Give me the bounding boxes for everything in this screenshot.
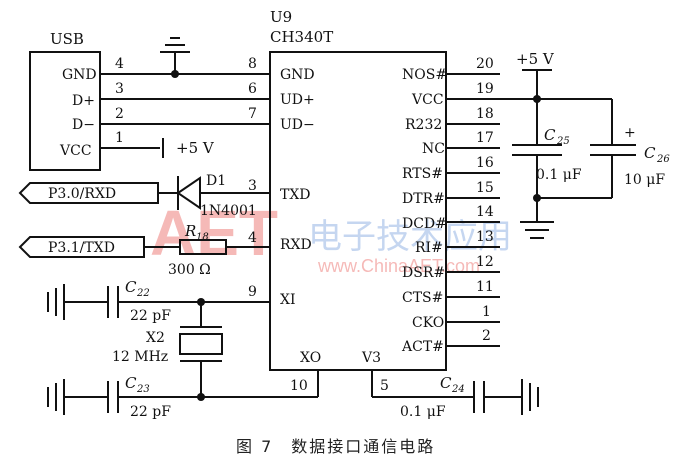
pin-num-4: 4 (248, 230, 257, 246)
c22-sub: 22 (136, 288, 150, 299)
p31-label: P3.1/TXD (48, 240, 115, 256)
c24-value: 0.1 μF (400, 404, 446, 420)
chip-pin-gnd: GND (280, 67, 315, 83)
chip-pin-ri: RI# (415, 240, 443, 256)
diode-d1 (176, 176, 270, 210)
c23-value: 22 pF (130, 404, 171, 420)
vcc-right-label: +5 V (516, 50, 555, 68)
c23-sub: 23 (136, 384, 150, 395)
chip-pin-nos: NOS# (402, 67, 447, 83)
usb-box (29, 51, 101, 171)
chip-ref: U9 (270, 8, 292, 26)
pin-num-17: 17 (476, 130, 494, 146)
chip-pin-cts: CTS# (402, 290, 443, 306)
decoupling-caps (512, 69, 636, 239)
pin-num-18: 18 (476, 106, 494, 122)
usb-pin-vcc: VCC (59, 143, 92, 159)
watermark-url: www.ChinaAET.com (317, 256, 480, 276)
r18-sub: 18 (196, 232, 209, 243)
c24-sub: 24 (451, 384, 465, 395)
pin-num-8: 8 (248, 56, 257, 72)
chip-pin-vcc: VCC (411, 92, 444, 108)
chip-pin-nc: NC (422, 141, 445, 157)
chip-pin-dtr: DTR# (402, 191, 445, 207)
pin-num-15: 15 (476, 180, 494, 196)
usb-num-3: 3 (115, 81, 124, 97)
pin-num-19: 19 (476, 81, 494, 97)
watermark-logo: AET (150, 197, 278, 269)
xi-network (47, 284, 270, 397)
watermark: AET 电子技术应用 www.ChinaAET.com (150, 197, 512, 276)
usb-num-2: 2 (115, 106, 124, 122)
usb-pin-dplus: D+ (72, 93, 95, 109)
pin-num-13: 13 (476, 229, 494, 245)
chip-pin-dcd: DCD# (402, 216, 447, 232)
c26-sub: 26 (656, 154, 670, 165)
c25-value: 0.1 μF (536, 167, 582, 183)
chip-pin-rts: RTS# (402, 166, 443, 182)
ch340t-chip: U9 CH340T GND UD+ UD− TXD RXD XI NOS# VC… (269, 8, 447, 371)
d1-part: 1N4001 (200, 203, 257, 219)
usb-pin-gnd: GND (62, 67, 97, 83)
pin-num-12: 12 (476, 254, 494, 270)
pin-num-6: 6 (248, 81, 257, 97)
pin-num-9: 9 (248, 284, 257, 300)
c25-sub: 25 (556, 136, 570, 147)
pin-num-7: 7 (248, 106, 257, 122)
chip-pin-xi: XI (280, 292, 296, 308)
chip-pin-udplus: UD+ (280, 92, 315, 108)
chip-pin-udminus: UD− (280, 117, 315, 133)
x2-ref: X2 (146, 330, 165, 346)
pin-num-5: 5 (380, 378, 389, 394)
v3-network (371, 370, 539, 415)
pin-num-16: 16 (476, 155, 494, 171)
c26-value: 10 μF (624, 172, 665, 188)
usb-num-4: 4 (115, 56, 124, 72)
c22-ref: C (125, 278, 137, 296)
ground-symbol-top (160, 37, 190, 78)
c26-ref: C (644, 144, 656, 162)
chip-pin-txd: TXD (280, 187, 311, 203)
watermark-cn: 电子技术应用 (308, 217, 512, 257)
usb-connector: USB GND D+ D− VCC (29, 30, 101, 171)
x2-value: 12 MHz (112, 349, 168, 365)
vcc-left-label: +5 V (176, 139, 215, 157)
d1-ref: D1 (206, 173, 226, 189)
pin-num-11: 11 (476, 279, 494, 295)
chip-pin-r232: R232 (405, 117, 442, 133)
p30-label: P3.0/RXD (48, 186, 116, 202)
c23-ref: C (125, 374, 137, 392)
usb-pin-dminus: D− (72, 117, 95, 133)
r18-ref: R (184, 222, 196, 240)
pin-num-1: 1 (482, 304, 491, 320)
crystal-x2 (179, 333, 223, 355)
chip-pin-xo: XO (300, 350, 321, 366)
chip-pin-dsr: DSR# (402, 265, 445, 281)
c25-ref: C (544, 126, 556, 144)
pin-num-20: 20 (476, 56, 494, 72)
pin-num-3: 3 (248, 178, 257, 194)
xo-network (47, 370, 319, 415)
usb-num-1: 1 (115, 130, 124, 146)
pin-num-14: 14 (476, 204, 494, 220)
r18-value: 300 Ω (168, 262, 211, 278)
pin-num-2: 2 (482, 328, 491, 344)
chip-part: CH340T (270, 28, 333, 46)
chip-pin-act: ACT# (401, 339, 444, 355)
pin-num-10: 10 (290, 378, 308, 394)
figure-caption: 图 7 数据接口通信电路 (236, 437, 435, 456)
chip-pin-cko: CKO (412, 315, 444, 331)
chip-pin-v3: V3 (361, 350, 381, 366)
right-pin-stubs (446, 73, 612, 347)
chip-pin-rxd: RXD (280, 237, 312, 253)
c26-polarity: + (624, 125, 636, 141)
c22-value: 22 pF (130, 308, 171, 324)
usb-title: USB (50, 30, 84, 48)
c24-ref: C (440, 374, 452, 392)
chip-body (269, 51, 447, 371)
